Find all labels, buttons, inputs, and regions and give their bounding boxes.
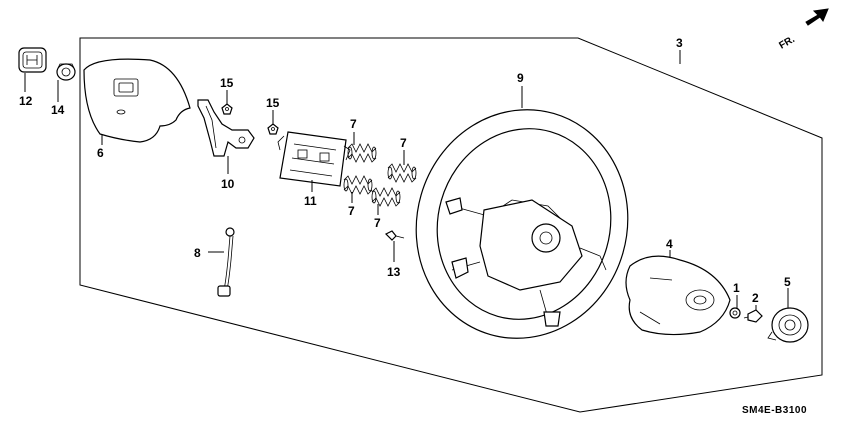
callout-11: 11 xyxy=(304,194,317,208)
horn-switch-block xyxy=(277,131,351,187)
screw-part-upper xyxy=(221,103,233,115)
callout-10: 10 xyxy=(221,177,235,191)
callout-7-upper-right: 7 xyxy=(400,136,407,150)
screw-part-lower xyxy=(267,123,279,135)
callout-4: 4 xyxy=(666,237,673,251)
callout-1: 1 xyxy=(733,281,740,295)
bolt-part xyxy=(743,309,763,323)
steering-wheel-part xyxy=(415,109,629,339)
callout-6: 6 xyxy=(97,146,104,160)
callout-8: 8 xyxy=(194,246,201,260)
callout-7-upper-left: 7 xyxy=(350,117,357,131)
horn-pad-cover xyxy=(83,58,191,143)
callout-3: 3 xyxy=(676,36,683,50)
callout-9: 9 xyxy=(517,71,524,85)
callout-14: 14 xyxy=(51,103,65,117)
callout-15-lower: 15 xyxy=(266,96,280,110)
leader-lines xyxy=(24,50,789,310)
assembly-boundary xyxy=(79,37,823,413)
callout-12: 12 xyxy=(19,94,33,108)
direction-label: FR. xyxy=(777,34,797,52)
emblem-part xyxy=(18,47,47,73)
figure-code: SM4E-B3100 xyxy=(742,405,807,416)
callout-7-lower-right: 7 xyxy=(374,216,381,230)
front-direction-indicator: FR. xyxy=(777,8,829,52)
front-arrow-icon xyxy=(805,8,829,26)
callout-15-upper: 15 xyxy=(220,76,234,90)
rear-cover-part xyxy=(625,255,731,336)
callout-7-lower-left: 7 xyxy=(348,204,355,218)
washer-part xyxy=(729,307,741,319)
screw-part-13 xyxy=(384,230,405,241)
cable-reel-part xyxy=(767,307,809,343)
callout-13: 13 xyxy=(387,265,401,279)
nut-part xyxy=(56,63,76,81)
callout-2: 2 xyxy=(752,291,759,305)
bracket-part xyxy=(197,99,255,157)
spring-part-4 xyxy=(371,187,401,207)
callout-5: 5 xyxy=(784,275,791,289)
spring-part-1 xyxy=(347,143,377,163)
ground-cable-part xyxy=(217,227,235,297)
spring-part-3 xyxy=(343,175,373,195)
spring-part-2 xyxy=(387,163,417,183)
